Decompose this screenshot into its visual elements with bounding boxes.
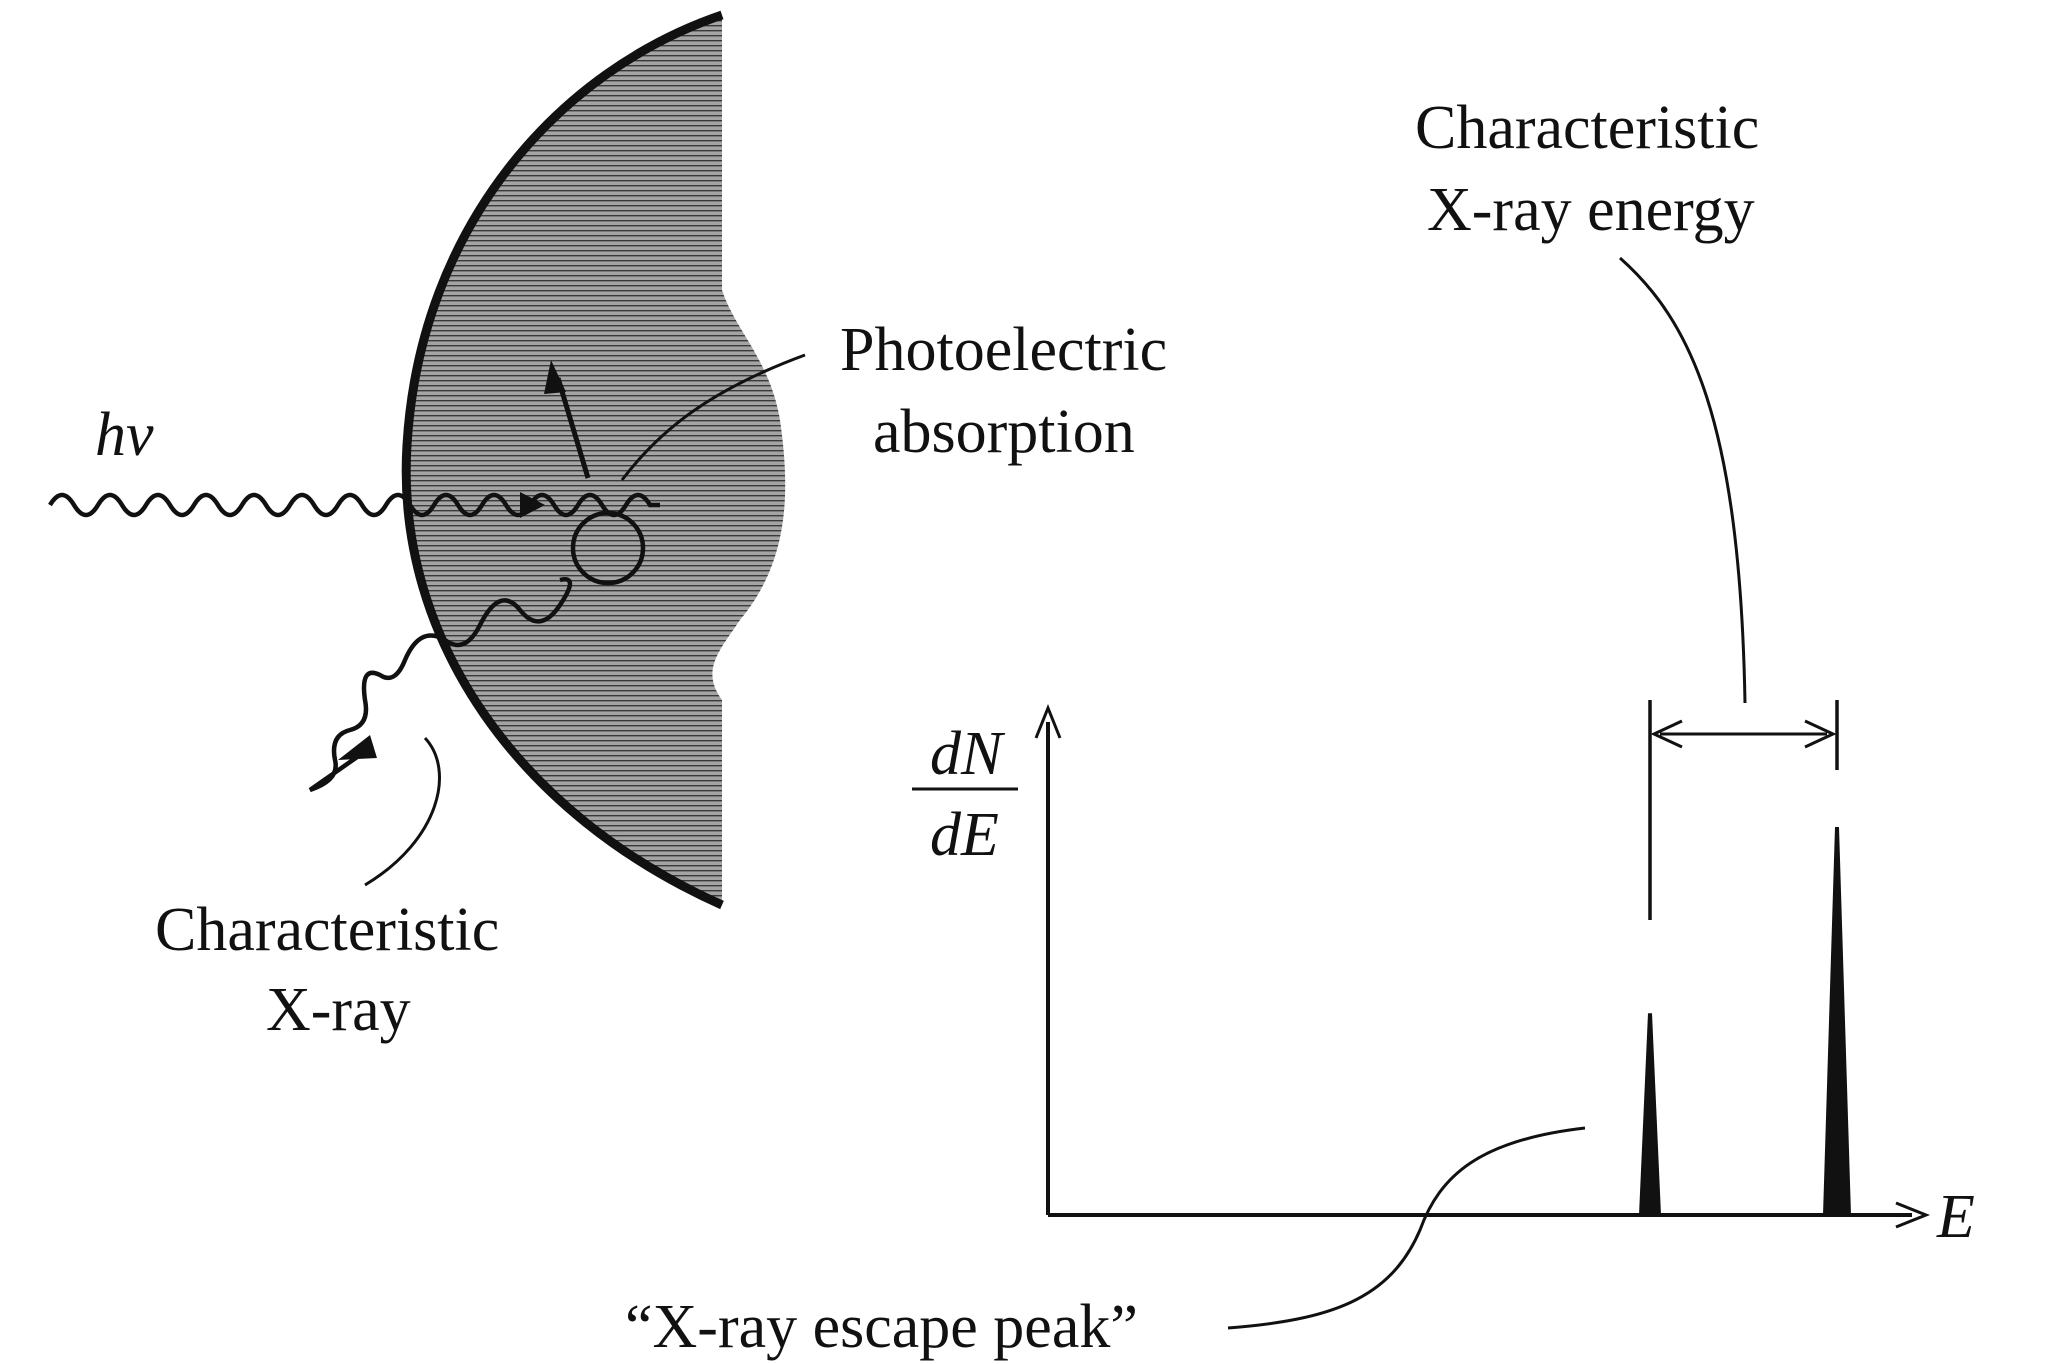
energy-difference-bracket	[1648, 700, 1839, 920]
bracket-left-arrowhead	[1650, 719, 1683, 749]
spectrum-plot: dN dE E	[912, 700, 1975, 1251]
bracket-right-arrowhead	[1804, 719, 1837, 749]
photoelectron-arrowhead	[544, 360, 566, 394]
incident-photon-wave	[48, 492, 660, 518]
escaping-xray	[308, 577, 573, 793]
y-axis-arrowhead	[1034, 703, 1062, 739]
char-xray-label-line1: Characteristic	[155, 896, 499, 964]
escape-peak-label: “X-ray escape peak”	[625, 1293, 1138, 1361]
photoelectric-label-line2: absorption	[873, 398, 1135, 466]
peaks-layer	[1639, 827, 1851, 1215]
detector-shading	[406, 15, 786, 905]
photoelectron-track	[555, 377, 591, 479]
char-energy-label-line2: X-ray energy	[1427, 176, 1755, 244]
incident-photon: hv	[48, 401, 660, 518]
incident-photon-arrowhead	[520, 492, 545, 518]
escaping-xray-arrowhead	[338, 735, 377, 760]
photoelectric-leader	[620, 353, 806, 481]
photon-energy-label: hv	[95, 401, 154, 469]
char-energy-leader	[1619, 256, 1747, 704]
absorption-site	[544, 360, 646, 586]
char-xray-leader	[364, 736, 441, 887]
escape-peak	[1639, 1013, 1661, 1215]
escaping-xray-wave	[308, 577, 573, 793]
char-energy-label-line1: Characteristic	[1415, 94, 1759, 162]
char-xray-label-line2: X-ray	[266, 976, 411, 1044]
absorption-circle	[570, 510, 646, 586]
x-axis-label: E	[1936, 1183, 1975, 1251]
detector-boundary	[401, 10, 724, 910]
detector-crystal	[401, 10, 786, 910]
y-axis-label-numerator: dN	[930, 720, 1006, 788]
photopeak	[1823, 827, 1851, 1215]
x-axis-arrowhead	[1895, 1201, 1931, 1229]
photoelectric-label-line1: Photoelectric	[840, 316, 1167, 384]
y-axis-label-denominator: dE	[930, 801, 999, 869]
escape-peak-leader	[1227, 1126, 1586, 1330]
